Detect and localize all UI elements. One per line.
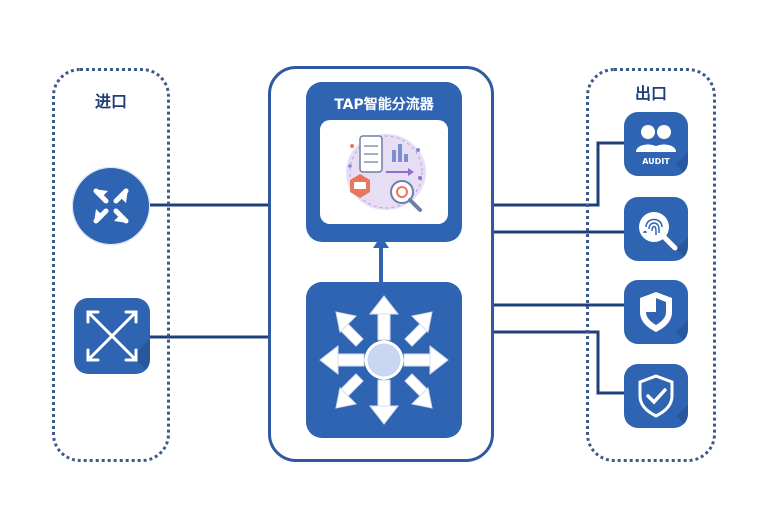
cross-arrows-icon <box>74 298 150 374</box>
four-arrows-inward-icon <box>72 167 150 245</box>
tap-splitter-title: TAP智能分流器 <box>334 97 434 113</box>
audit-label: AUDIT <box>642 157 670 166</box>
eight-direction-arrows-icon <box>306 282 462 438</box>
input-group-label: 进口 <box>94 92 127 111</box>
data-analysis-illustration <box>320 120 448 224</box>
input-group-frame <box>52 68 170 462</box>
fingerprint-search-icon <box>624 197 688 261</box>
tap-splitter-panel: TAP智能分流器 <box>306 82 462 242</box>
output-group-frame <box>586 68 716 462</box>
users-audit-icon: AUDIT <box>624 112 688 176</box>
shield-icon <box>624 280 688 344</box>
output-group-label: 出口 <box>634 84 667 103</box>
shield-check-icon <box>624 364 688 428</box>
